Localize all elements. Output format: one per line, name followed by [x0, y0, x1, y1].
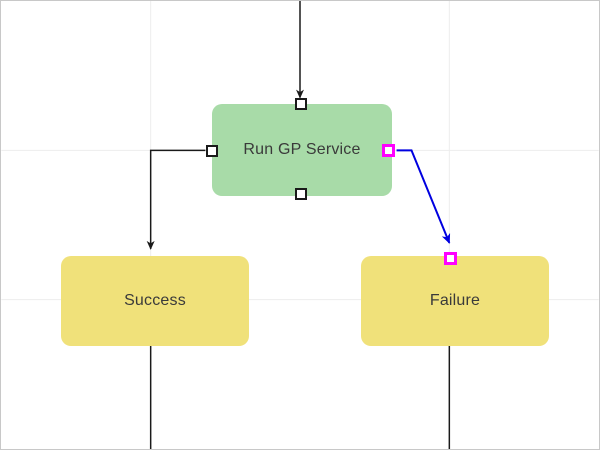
gp-right-port-selected[interactable]: [382, 144, 395, 157]
node-run-gp-service[interactable]: Run GP Service: [212, 104, 392, 196]
failure-top-port-selected[interactable]: [444, 252, 457, 265]
gp-left-port[interactable]: [206, 145, 218, 157]
gp-top-port[interactable]: [295, 98, 307, 110]
gp-bottom-port[interactable]: [295, 188, 307, 200]
node-label-success: Success: [124, 292, 186, 309]
node-label-run-gp-service: Run GP Service: [243, 141, 361, 158]
edge-gp-to-success[interactable]: [146, 149, 206, 250]
node-label-failure: Failure: [429, 292, 481, 309]
edge-gp-to-failure[interactable]: [396, 149, 451, 244]
node-failure[interactable]: Failure: [361, 256, 549, 346]
node-success[interactable]: Success: [61, 256, 249, 346]
